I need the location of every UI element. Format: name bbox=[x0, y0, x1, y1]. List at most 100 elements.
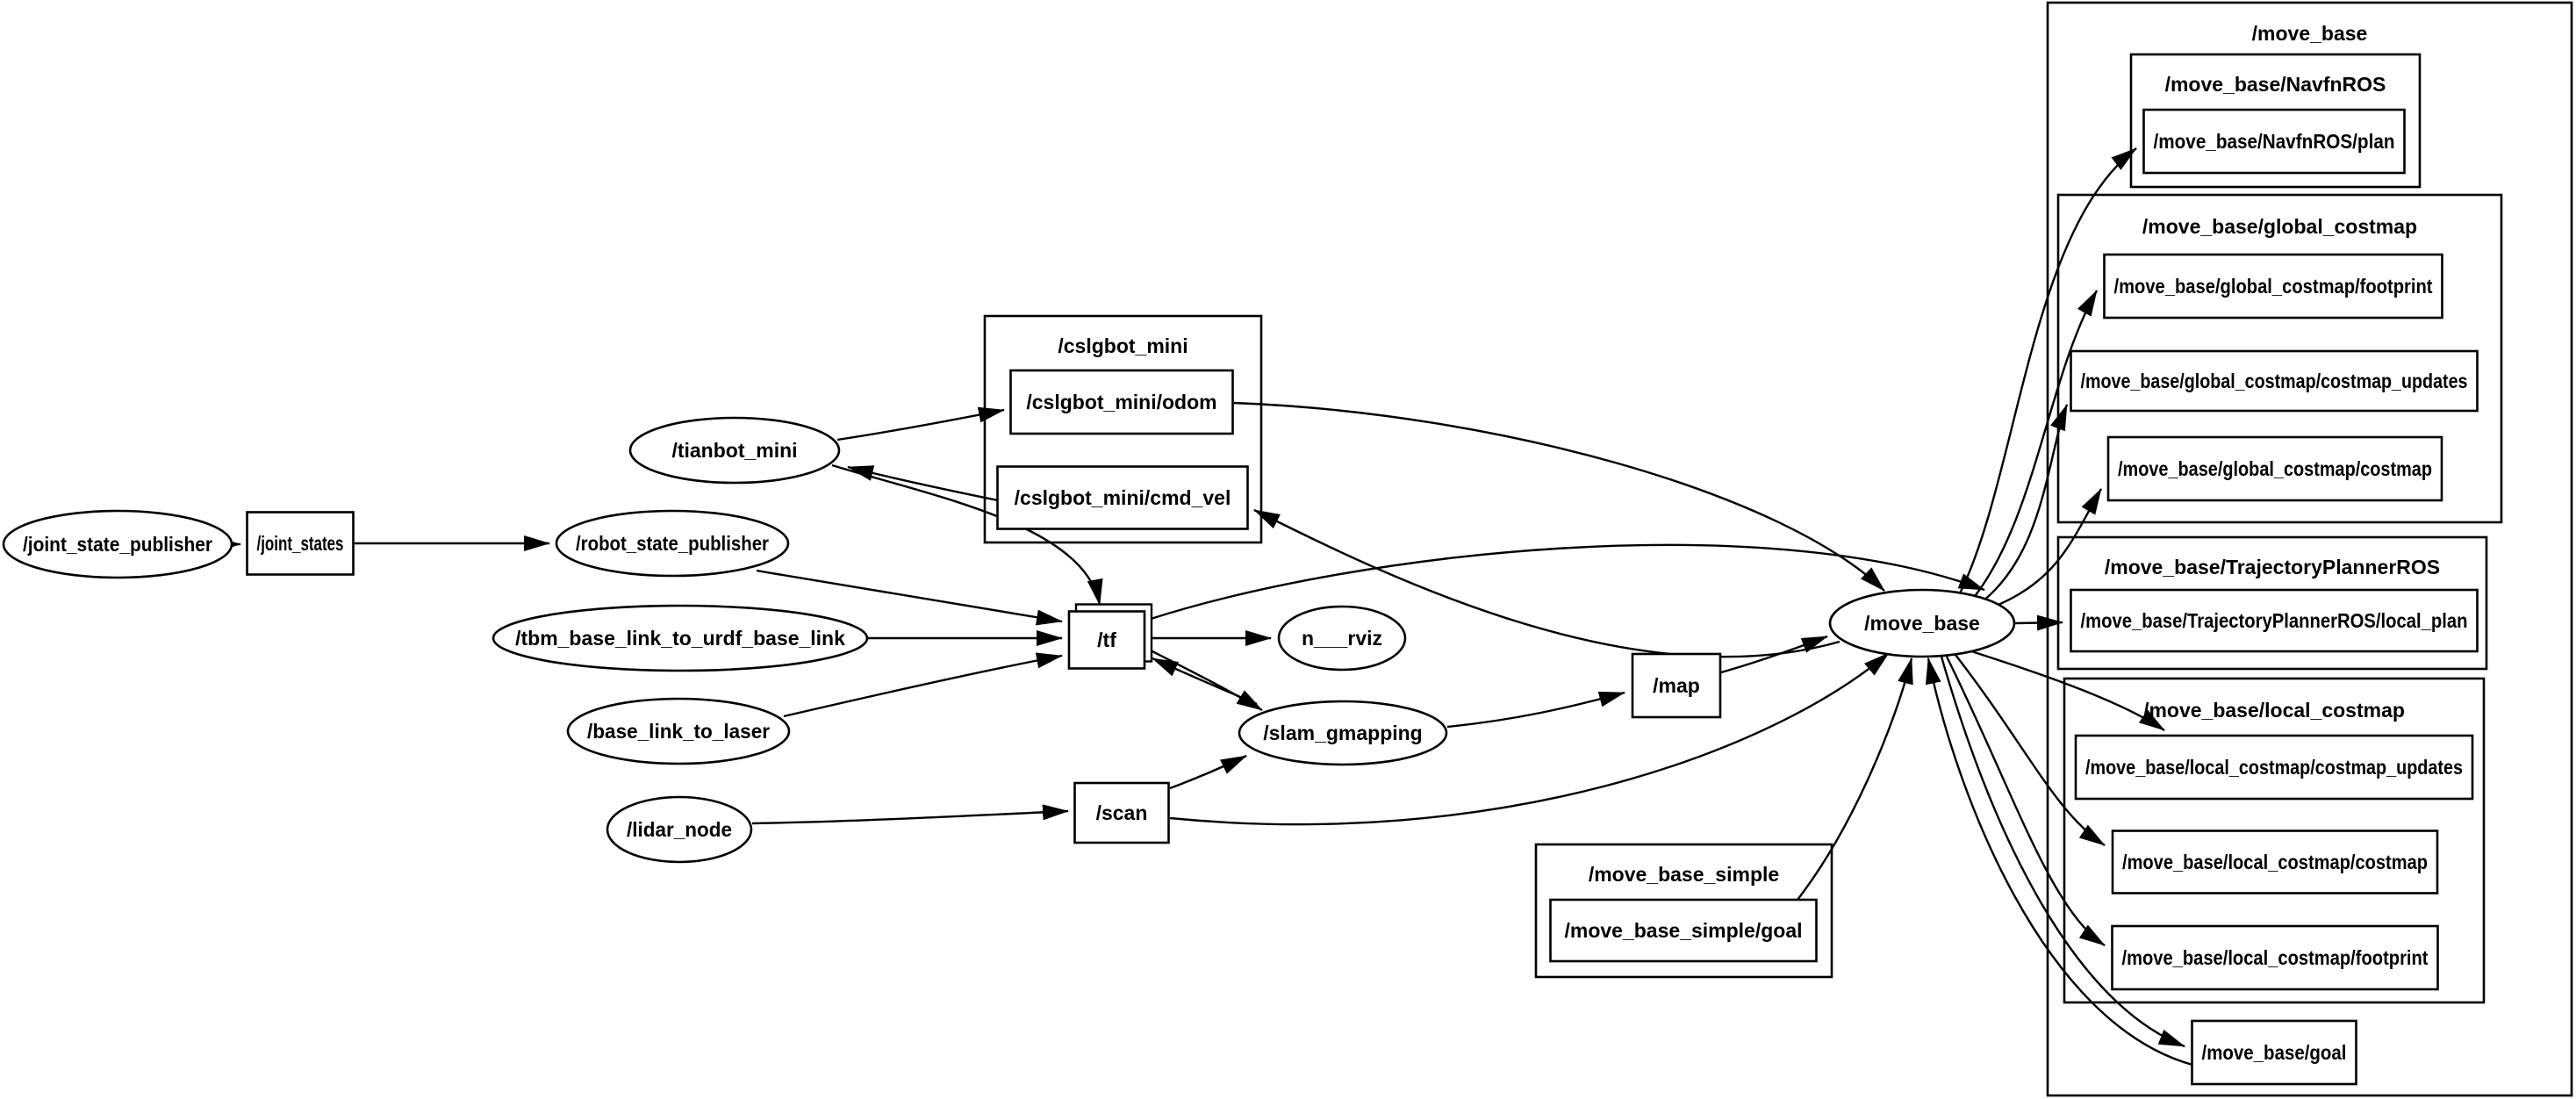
node-move_base[interactable]: /move_base bbox=[1828, 588, 2016, 658]
cluster-label-c_local_costmap: /move_base/local_costmap bbox=[2143, 699, 2405, 722]
node-shape-lidar_node[interactable] bbox=[606, 795, 753, 864]
edge-move_base-to-navfn_plan bbox=[1958, 147, 2137, 594]
node-label-move_base_simple_goal: /move_base_simple/goal bbox=[1564, 919, 1802, 942]
node-label-joint_state_publisher: /joint_state_publisher bbox=[23, 533, 212, 556]
node-shape-global_costmap[interactable] bbox=[2106, 435, 2443, 502]
cluster-label-c_cslgbot_mini: /cslgbot_mini bbox=[1058, 334, 1188, 357]
node-label-local_footprint: /move_base/local_costmap/footprint bbox=[2122, 946, 2429, 969]
node-shape-robot_state_publisher[interactable] bbox=[555, 509, 790, 578]
node-shape-navfn_plan[interactable] bbox=[2142, 108, 2406, 175]
node-scan[interactable]: /scan bbox=[1073, 781, 1170, 844]
edge-tianbot_mini-to-cslgbot_mini_odom bbox=[836, 406, 1005, 442]
cluster-label-c_move_base: /move_base bbox=[2252, 22, 2368, 45]
edge-move_base-to-local_costmap bbox=[1955, 654, 2106, 847]
edge-move_base-to-global_costmap bbox=[1984, 488, 2103, 612]
edge-lidar_node-to-scan bbox=[751, 804, 1069, 825]
node-local_plan[interactable]: /move_base/TrajectoryPlannerROS/local_pl… bbox=[2070, 588, 2479, 653]
node-tbm_base_link_to_urdf_base_link[interactable]: /tbm_base_link_to_urdf_base_link bbox=[492, 604, 869, 672]
node-shape-global_costmap_updates[interactable] bbox=[2070, 349, 2479, 413]
node-global_costmap_updates[interactable]: /move_base/global_costmap/costmap_update… bbox=[2070, 349, 2479, 413]
edge-move_base-to-local_footprint bbox=[1945, 656, 2106, 947]
node-shape-map[interactable] bbox=[1631, 652, 1722, 719]
node-shape-tbm_base_link_to_urdf_base_link[interactable] bbox=[492, 604, 869, 672]
edge-move_base-to-local_costmap_updates bbox=[1968, 649, 2165, 731]
node-label-rviz: n___rviz bbox=[1302, 627, 1382, 650]
node-global_costmap[interactable]: /move_base/global_costmap/costmap bbox=[2106, 435, 2443, 502]
node-base_link_to_laser[interactable]: /base_link_to_laser bbox=[566, 697, 791, 765]
cluster-label-c_navfn: /move_base/NavfnROS bbox=[2165, 73, 2386, 96]
node-shape-move_base[interactable] bbox=[1828, 588, 2016, 658]
edge-move_base-to-global_footprint bbox=[1971, 290, 2099, 600]
node-shape-cslgbot_mini_odom[interactable] bbox=[1009, 369, 1234, 435]
node-shape-tf[interactable] bbox=[1067, 610, 1146, 670]
node-shape-global_footprint[interactable] bbox=[2103, 253, 2443, 320]
node-label-slam_gmapping: /slam_gmapping bbox=[1263, 722, 1422, 744]
node-label-scan: /scan bbox=[1096, 801, 1148, 824]
node-label-local_costmap_updates: /move_base/local_costmap/costmap_updates bbox=[2085, 756, 2463, 779]
node-shape-local_footprint[interactable] bbox=[2111, 924, 2439, 991]
node-shape-local_costmap_updates[interactable] bbox=[2074, 734, 2474, 801]
node-label-map: /map bbox=[1653, 674, 1700, 697]
node-label-tf: /tf bbox=[1097, 629, 1116, 651]
node-label-tianbot_mini: /tianbot_mini bbox=[671, 439, 797, 462]
node-label-global_footprint: /move_base/global_costmap/footprint bbox=[2114, 275, 2433, 298]
node-move_base_simple_goal[interactable]: /move_base_simple/goal bbox=[1549, 898, 1818, 963]
edge-scan-to-slam_gmapping bbox=[1169, 754, 1247, 790]
cluster-label-c_move_base_simple: /move_base_simple bbox=[1589, 863, 1779, 886]
node-label-joint_states: /joint_states bbox=[257, 532, 344, 555]
node-joint_states[interactable]: /joint_states bbox=[246, 511, 355, 576]
node-move_base_goal[interactable]: /move_base/goal bbox=[2191, 1019, 2357, 1086]
edge-cslgbot_mini_odom-to-move_base bbox=[1233, 401, 1885, 592]
node-label-navfn_plan: /move_base/NavfnROS/plan bbox=[2154, 130, 2395, 153]
node-label-move_base_goal: /move_base/goal bbox=[2202, 1041, 2347, 1064]
edge-slam_gmapping-to-map bbox=[1446, 691, 1625, 729]
edge-move_base_goal-to-move_base bbox=[1925, 657, 2193, 1067]
node-shape-joint_states[interactable] bbox=[246, 511, 355, 576]
node-shape-rviz[interactable] bbox=[1277, 605, 1407, 672]
cluster-label-c_global_costmap: /move_base/global_costmap bbox=[2142, 215, 2417, 238]
node-label-move_base: /move_base bbox=[1864, 612, 1980, 635]
node-cslgbot_mini_cmd_vel[interactable]: /cslgbot_mini/cmd_vel bbox=[996, 465, 1249, 530]
node-shape-slam_gmapping[interactable] bbox=[1238, 700, 1448, 766]
node-shape-local_plan[interactable] bbox=[2070, 588, 2479, 653]
edge-move_base-to-move_base_goal bbox=[1940, 656, 2185, 1048]
edge-cslgbot_mini_cmd_vel-to-tianbot_mini bbox=[847, 465, 999, 502]
node-shape-move_base_goal[interactable] bbox=[2191, 1019, 2357, 1086]
edge-slam_gmapping-to-tf bbox=[1152, 657, 1258, 706]
node-tf[interactable]: /tf bbox=[1067, 603, 1153, 670]
node-rviz[interactable]: n___rviz bbox=[1277, 605, 1407, 672]
edge-tf-to-move_base bbox=[1147, 543, 1985, 621]
node-label-base_link_to_laser: /base_link_to_laser bbox=[587, 720, 770, 743]
node-tianbot_mini[interactable]: /tianbot_mini bbox=[628, 416, 841, 485]
node-map[interactable]: /map bbox=[1631, 652, 1722, 719]
node-shape-scan[interactable] bbox=[1073, 781, 1170, 844]
node-cslgbot_mini_odom[interactable]: /cslgbot_mini/odom bbox=[1009, 369, 1234, 435]
node-global_footprint[interactable]: /move_base/global_costmap/footprint bbox=[2103, 253, 2443, 320]
node-label-local_plan: /move_base/TrajectoryPlannerROS/local_pl… bbox=[2081, 609, 2468, 632]
node-label-global_costmap_updates: /move_base/global_costmap/costmap_update… bbox=[2081, 370, 2468, 392]
node-slam_gmapping[interactable]: /slam_gmapping bbox=[1238, 700, 1448, 766]
node-robot_state_publisher[interactable]: /robot_state_publisher bbox=[555, 509, 790, 578]
edge-robot_state_publisher-to-tf bbox=[756, 569, 1063, 626]
node-shape-cslgbot_mini_cmd_vel[interactable] bbox=[996, 465, 1249, 530]
cluster-label-c_trajectory_planner: /move_base/TrajectoryPlannerROS bbox=[2105, 556, 2440, 578]
node-shape-local_costmap[interactable] bbox=[2111, 830, 2439, 894]
node-lidar_node[interactable]: /lidar_node bbox=[606, 795, 753, 864]
node-shape-joint_state_publisher[interactable] bbox=[2, 509, 233, 579]
node-label-global_costmap: /move_base/global_costmap/costmap bbox=[2118, 457, 2432, 480]
node-local_footprint[interactable]: /move_base/local_costmap/footprint bbox=[2111, 924, 2439, 991]
node-shape-base_link_to_laser[interactable] bbox=[566, 697, 791, 765]
node-shape-tianbot_mini[interactable] bbox=[628, 416, 841, 485]
node-local_costmap_updates[interactable]: /move_base/local_costmap/costmap_updates bbox=[2074, 734, 2474, 801]
node-label-cslgbot_mini_cmd_vel: /cslgbot_mini/cmd_vel bbox=[1015, 486, 1231, 509]
node-navfn_plan[interactable]: /move_base/NavfnROS/plan bbox=[2142, 108, 2406, 175]
node-label-local_costmap: /move_base/local_costmap/costmap bbox=[2122, 851, 2428, 873]
edge-move_base-to-global_costmap_updates bbox=[1977, 404, 2069, 606]
node-shape-move_base_simple_goal[interactable] bbox=[1549, 898, 1818, 963]
node-label-tbm_base_link_to_urdf_base_link: /tbm_base_link_to_urdf_base_link bbox=[515, 627, 845, 650]
edge-move_base-to-cslgbot_mini_cmd_vel bbox=[1253, 508, 1841, 658]
node-local_costmap[interactable]: /move_base/local_costmap/costmap bbox=[2111, 830, 2439, 894]
node-joint_state_publisher[interactable]: /joint_state_publisher bbox=[2, 509, 233, 579]
